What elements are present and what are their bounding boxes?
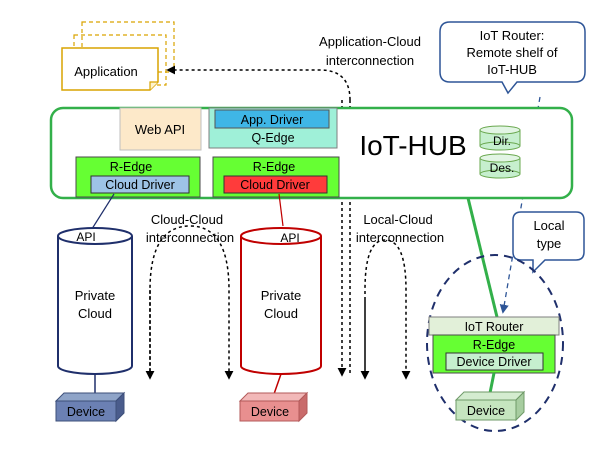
left-cloud-connector	[89, 193, 115, 233]
device-left-label: Device	[67, 405, 105, 419]
local-node-boundary	[426, 254, 564, 432]
app-cloud-label-2: interconnection	[326, 53, 414, 68]
right-cloud-line2: Cloud	[264, 306, 298, 321]
left-api-label: API	[76, 230, 95, 244]
local-cloud-arc	[364, 239, 411, 380]
cloud-driver-left-label: Cloud Driver	[105, 178, 174, 192]
cloud-cloud-arc-outer	[149, 225, 234, 380]
iot-hub-title: IoT-HUB	[359, 130, 466, 161]
private-cloud-left[interactable]: API Private Cloud	[57, 227, 133, 375]
private-cloud-right[interactable]: API Private Cloud	[240, 227, 322, 375]
right-cloud-connector	[278, 193, 284, 227]
device-driver-label: Device Driver	[456, 355, 531, 369]
device-middle[interactable]: Device	[238, 391, 309, 423]
router-device-link	[488, 372, 496, 394]
device-right-label: Device	[467, 404, 505, 418]
router-callout: IoT Router: Remote shelf of IoT-HUB	[439, 21, 586, 95]
device-middle-label: Device	[251, 405, 289, 419]
app-cloud-label-1: Application-Cloud	[319, 34, 421, 49]
iot-router-label: IoT Router	[465, 320, 524, 334]
cloud-cloud-label-1: Cloud-Cloud	[151, 212, 223, 227]
q-edge-label: Q-Edge	[251, 131, 294, 145]
right-cloud-line1: Private	[261, 288, 301, 303]
application-stack[interactable]: Application	[61, 21, 175, 91]
des-label: Des.	[490, 161, 515, 175]
web-api-label: Web API	[135, 122, 185, 137]
right-api-label: API	[280, 231, 299, 245]
local-cloud-label-1: Local-Cloud	[363, 212, 432, 227]
cloud-driver-left-box[interactable]	[90, 175, 190, 194]
app-driver-box[interactable]	[214, 109, 330, 129]
cloud-cloud-label-2: interconnection	[146, 230, 234, 245]
r-edge-left-label: R-Edge	[110, 160, 152, 174]
des-database-icon: Des.	[479, 153, 521, 179]
device-right[interactable]: Device	[454, 390, 526, 422]
local-cloud-label-2: interconnection	[356, 230, 444, 245]
application-label: Application	[74, 64, 138, 79]
dir-label: Dir.	[493, 134, 511, 148]
r-edge-right-label: R-Edge	[253, 160, 295, 174]
web-api-box[interactable]	[119, 107, 202, 151]
app-cloud-arrow-to-app	[166, 65, 351, 101]
router-callout-line2: Remote shelf of	[466, 45, 557, 60]
local-type-line2: type	[537, 236, 562, 251]
left-cloud-line2: Cloud	[78, 306, 112, 321]
app-driver-label: App. Driver	[241, 113, 304, 127]
router-callout-line1: IoT Router:	[480, 28, 545, 43]
iot-router-r-edge-label: R-Edge	[473, 338, 515, 352]
local-type-line1: Local	[533, 218, 564, 233]
cloud-driver-right-label: Cloud Driver	[240, 178, 309, 192]
right-cloud-device-link	[273, 373, 282, 395]
device-driver-box[interactable]	[445, 352, 544, 371]
dir-database-icon: Dir.	[479, 125, 521, 151]
left-cloud-line1: Private	[75, 288, 115, 303]
router-callout-line3: IoT-HUB	[487, 62, 537, 77]
cloud-driver-right-box[interactable]	[223, 175, 328, 194]
local-type-callout: Local type	[512, 211, 585, 274]
device-left[interactable]: Device	[54, 391, 126, 423]
